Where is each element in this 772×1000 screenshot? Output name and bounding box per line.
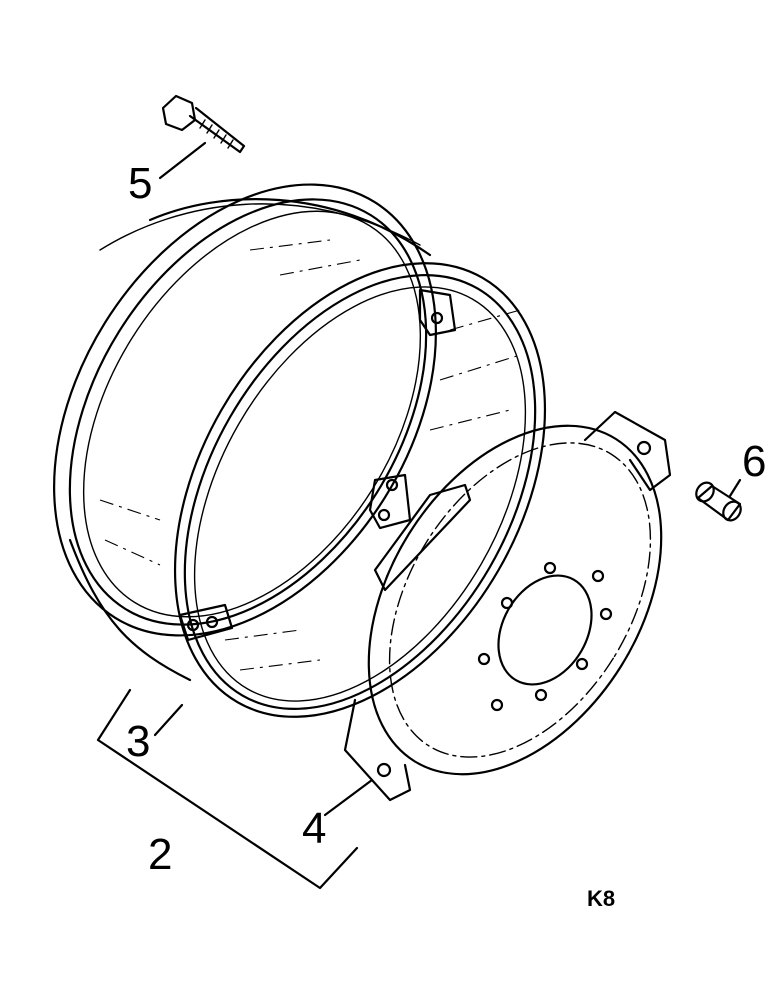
callout-assembly: 2: [148, 830, 172, 879]
drawing-code: K8: [587, 886, 615, 911]
bolt: [161, 94, 246, 154]
callout-spacer: 6: [742, 437, 766, 486]
wheel-disc: [343, 410, 672, 802]
rim-lug-middle: [368, 473, 412, 530]
wheel-rim: [53, 183, 547, 718]
callout-disc: 4: [302, 804, 326, 853]
spacer: [695, 481, 742, 522]
callout-rim: 3: [126, 717, 150, 766]
rim-lug-bottom: [178, 603, 234, 642]
leader-lines: [96, 141, 742, 890]
callout-bolt: 5: [128, 159, 152, 208]
rim-lug-top: [418, 288, 457, 337]
